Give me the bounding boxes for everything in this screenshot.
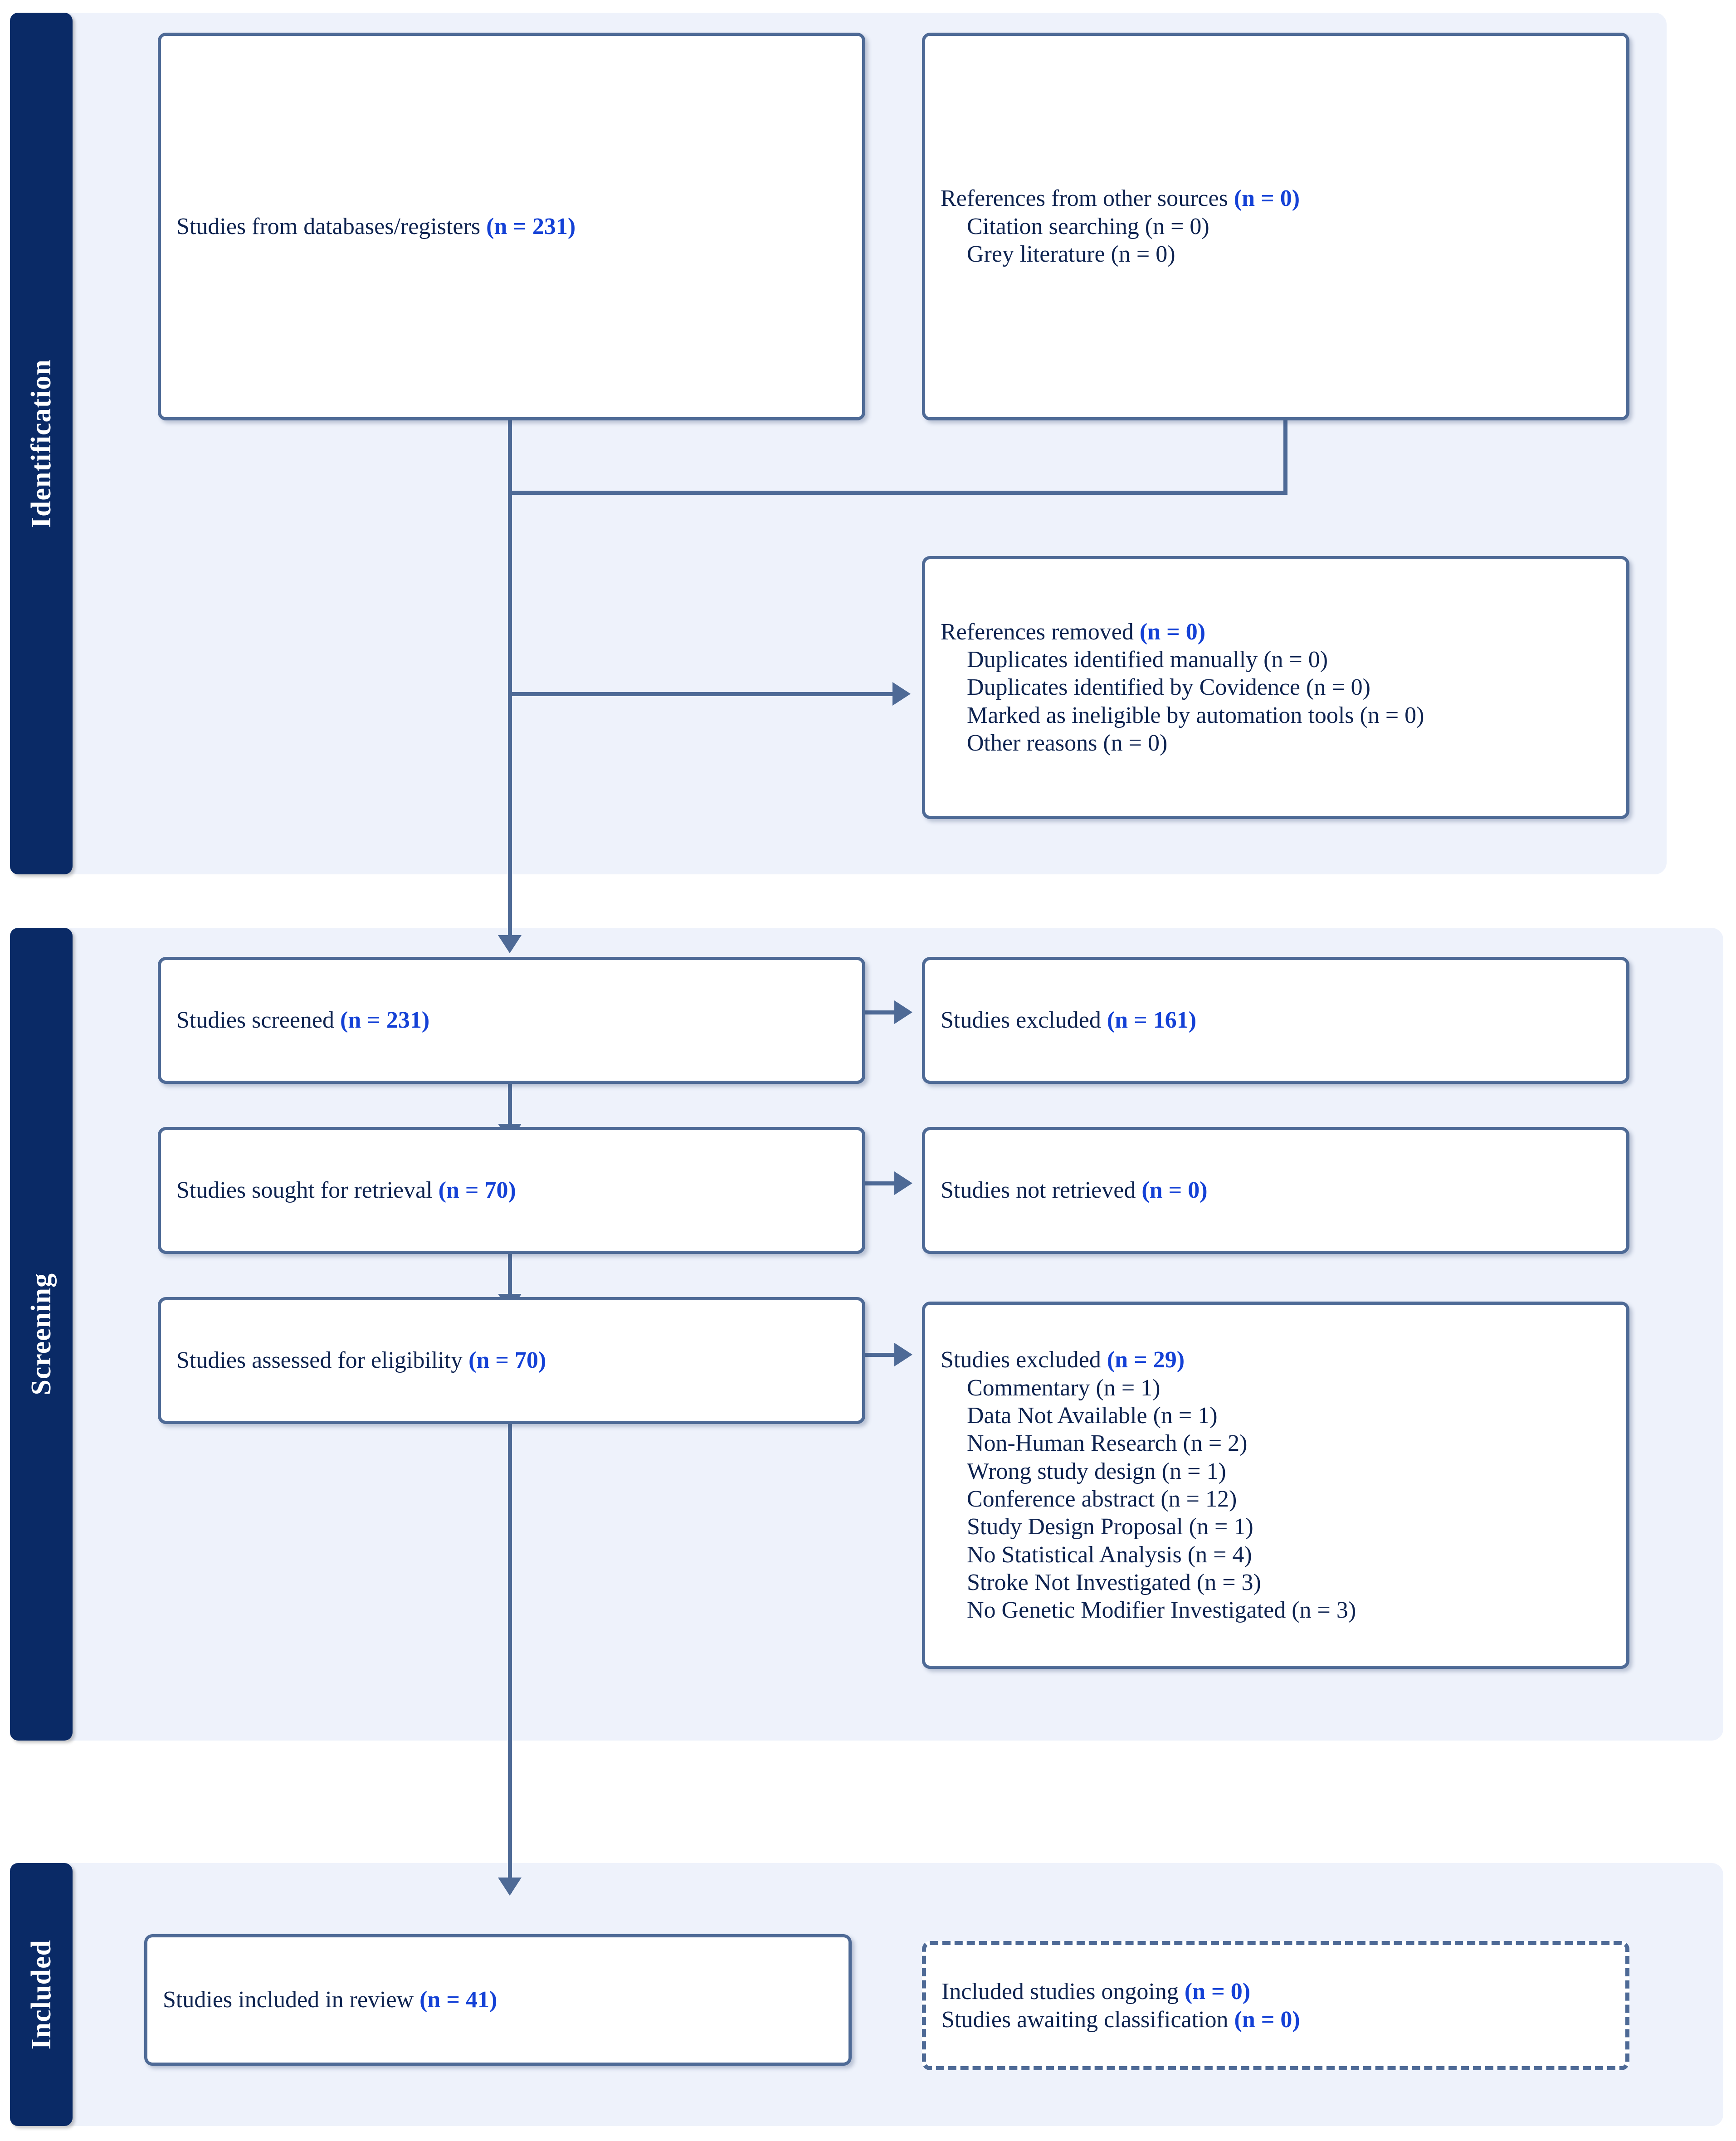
box-line: Studies included in review (n = 41) bbox=[163, 1986, 833, 2014]
box-line: Studies sought for retrieval (n = 70) bbox=[176, 1176, 847, 1204]
connector-to-references-removed bbox=[508, 692, 893, 696]
box-line-label: Included studies ongoing bbox=[941, 1979, 1185, 2005]
box-line-label: Studies not retrieved bbox=[941, 1177, 1142, 1204]
connector-screened-to-sought bbox=[508, 1084, 512, 1138]
box-references-removed[interactable]: References removed (n = 0) Duplicates id… bbox=[922, 556, 1629, 819]
box-line: Conference abstract (n = 12) bbox=[967, 1486, 1237, 1512]
box-line-label: Studies from databases/registers bbox=[176, 213, 487, 239]
arrowhead-to-included-review bbox=[498, 1878, 522, 1896]
box-line-count: (n = 41) bbox=[419, 1987, 497, 2013]
box-line: Studies from databases/registers (n = 23… bbox=[176, 213, 847, 240]
box-line: Data Not Available (n = 1) bbox=[967, 1402, 1218, 1429]
box-line-label: Studies screened bbox=[176, 1007, 341, 1034]
box-studies-assessed-for-eligibility[interactable]: Studies assessed for eligibility (n = 70… bbox=[158, 1297, 865, 1424]
box-line-count: (n = 0) bbox=[1234, 2006, 1300, 2033]
box-line-count: (n = 161) bbox=[1107, 1007, 1197, 1034]
box-line: Wrong study design (n = 1) bbox=[967, 1458, 1226, 1484]
box-line: No Statistical Analysis (n = 4) bbox=[967, 1541, 1252, 1568]
stage-label-identification-text: Identification bbox=[25, 359, 57, 528]
box-line: Duplicates identified manually (n = 0) bbox=[967, 646, 1328, 673]
box-line-count: (n = 70) bbox=[468, 1347, 546, 1374]
box-studies-not-retrieved[interactable]: Studies not retrieved (n = 0) bbox=[922, 1127, 1629, 1254]
box-line-label: Studies excluded bbox=[941, 1347, 1107, 1373]
box-line: Included studies ongoing (n = 0) bbox=[941, 1978, 1610, 2005]
box-line: Grey literature (n = 0) bbox=[967, 241, 1175, 268]
box-line-label: Studies awaiting classification bbox=[941, 2006, 1234, 2033]
connector-other-sources-down bbox=[1283, 417, 1287, 494]
box-line-label: References from other sources bbox=[941, 185, 1234, 212]
connector-databases-down bbox=[508, 417, 512, 494]
box-line: Studies awaiting classification (n = 0) bbox=[941, 2006, 1610, 2034]
box-studies-included-in-review[interactable]: Studies included in review (n = 41) bbox=[144, 1934, 852, 2066]
box-line: No Genetic Modifier Investigated (n = 3) bbox=[967, 1597, 1356, 1624]
stage-label-included: Included bbox=[10, 1863, 73, 2126]
box-line-label: References removed bbox=[941, 619, 1140, 645]
box-studies-excluded-reasons[interactable]: Studies excluded (n = 29) Commentary (n … bbox=[922, 1302, 1629, 1669]
box-line-label: Studies excluded bbox=[941, 1007, 1107, 1034]
box-line-count: (n = 231) bbox=[486, 213, 576, 239]
box-line: Studies excluded (n = 29) bbox=[941, 1346, 1611, 1374]
connector-main-spine-identification bbox=[508, 491, 512, 949]
box-included-ongoing-awaiting[interactable]: Included studies ongoing (n = 0) Studies… bbox=[922, 1941, 1629, 2070]
box-line: Non-Human Research (n = 2) bbox=[967, 1430, 1248, 1457]
box-line: Studies excluded (n = 161) bbox=[941, 1006, 1611, 1034]
box-studies-screened[interactable]: Studies screened (n = 231) bbox=[158, 957, 865, 1084]
box-line: Studies not retrieved (n = 0) bbox=[941, 1176, 1611, 1204]
arrowhead-to-excluded-reasons bbox=[894, 1343, 912, 1366]
box-line-count: (n = 70) bbox=[438, 1177, 516, 1204]
box-studies-excluded-screening[interactable]: Studies excluded (n = 161) bbox=[922, 957, 1629, 1084]
box-line-count: (n = 0) bbox=[1139, 619, 1206, 645]
stage-label-included-text: Included bbox=[25, 1939, 57, 2050]
box-line: Citation searching (n = 0) bbox=[967, 213, 1209, 239]
arrowhead-to-studies-excluded bbox=[894, 1000, 912, 1024]
box-line-count: (n = 0) bbox=[1184, 1979, 1251, 2005]
box-line: Other reasons (n = 0) bbox=[967, 730, 1168, 756]
box-line: Studies assessed for eligibility (n = 70… bbox=[176, 1346, 847, 1374]
box-line: Commentary (n = 1) bbox=[967, 1375, 1161, 1401]
stage-label-identification: Identification bbox=[10, 13, 73, 874]
arrowhead-to-not-retrieved bbox=[894, 1171, 912, 1195]
box-line-label: Studies assessed for eligibility bbox=[176, 1347, 469, 1374]
box-line-count: (n = 231) bbox=[340, 1007, 430, 1034]
stage-label-screening-text: Screening bbox=[25, 1273, 57, 1395]
box-references-other-sources[interactable]: References from other sources (n = 0) Ci… bbox=[922, 33, 1629, 420]
connector-sought-to-assessed bbox=[508, 1254, 512, 1308]
box-line-label: Studies sought for retrieval bbox=[176, 1177, 439, 1204]
box-line: Duplicates identified by Covidence (n = … bbox=[967, 674, 1370, 701]
box-line: Studies screened (n = 231) bbox=[176, 1006, 847, 1034]
arrowhead-to-studies-screened bbox=[498, 935, 522, 953]
box-line-count: (n = 0) bbox=[1141, 1177, 1208, 1204]
stage-label-screening: Screening bbox=[10, 928, 73, 1741]
box-line-count: (n = 29) bbox=[1107, 1347, 1185, 1373]
box-line: References from other sources (n = 0) bbox=[941, 185, 1611, 212]
box-studies-sought-for-retrieval[interactable]: Studies sought for retrieval (n = 70) bbox=[158, 1127, 865, 1254]
box-line: Study Design Proposal (n = 1) bbox=[967, 1514, 1253, 1540]
box-line-label: Studies included in review bbox=[163, 1987, 420, 2013]
connector-assessed-to-included bbox=[508, 1424, 512, 1893]
box-studies-from-databases[interactable]: Studies from databases/registers (n = 23… bbox=[158, 33, 865, 420]
box-line: Stroke Not Investigated (n = 3) bbox=[967, 1570, 1261, 1596]
box-line-count: (n = 0) bbox=[1234, 185, 1300, 212]
connector-top-merge bbox=[508, 491, 1287, 495]
arrowhead-to-references-removed bbox=[892, 682, 911, 706]
box-line: References removed (n = 0) bbox=[941, 618, 1611, 646]
box-line: Marked as ineligible by automation tools… bbox=[967, 702, 1424, 728]
